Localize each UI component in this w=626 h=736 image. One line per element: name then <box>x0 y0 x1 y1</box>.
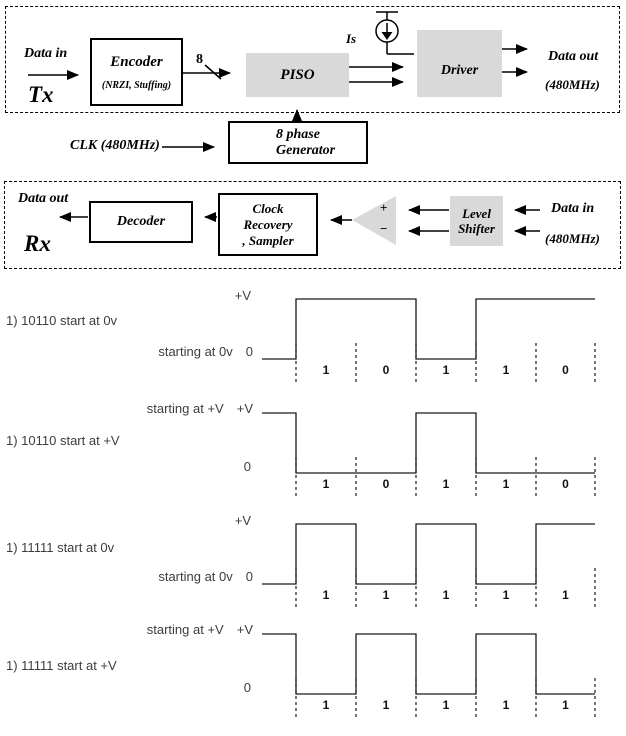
bit-label: 1 <box>382 588 390 602</box>
waveform-2-title: 1) 10110 start at +V <box>6 433 120 448</box>
decoder-label: Decoder <box>116 214 166 229</box>
bit-label: 1 <box>442 698 450 712</box>
waveform-2-low-label: 0 <box>243 459 251 474</box>
waveform-2: 1) 10110 start at +V 0 starting at +V+V … <box>0 399 626 514</box>
bit-label: 1 <box>502 477 510 491</box>
waveform-3-title: 1) 11111 start at 0v <box>6 540 115 555</box>
nrzi-trace <box>262 523 595 585</box>
bit-label: 1 <box>442 588 450 602</box>
waveform-1-title: 1) 10110 start at 0v <box>6 313 118 328</box>
waveform-4-lead-level: +V <box>236 622 253 637</box>
piso-block: PISO <box>246 53 349 97</box>
clock-recovery-line2: Recovery <box>243 216 293 232</box>
level-shifter-line1: Level <box>462 206 491 221</box>
bit-label: 1 <box>442 363 450 377</box>
waveform-1-lead-level: 0 <box>245 344 253 359</box>
bit-label: 0 <box>382 477 390 491</box>
bit-label: 1 <box>562 588 569 602</box>
nrzi-trace <box>262 412 595 474</box>
level-shifter-line2: Shifter <box>458 221 495 236</box>
waveform-plot <box>262 412 596 497</box>
waveform-3-high-label: +V <box>234 513 251 528</box>
piso-label: PISO <box>280 66 315 83</box>
phase-generator-block: 8 phase Generator <box>228 121 368 164</box>
bit-label: 1 <box>322 363 330 377</box>
waveform-2-lead-level: +V <box>236 401 253 416</box>
bit-label: 0 <box>382 363 390 377</box>
tx-data-out-label: Data out <box>548 49 599 64</box>
driver-block: Driver <box>417 30 502 97</box>
tx-data-out-freq: (480MHz) <box>545 77 600 92</box>
generator-line1: 8 phase <box>276 126 320 142</box>
comparator-minus-label: − <box>380 221 388 236</box>
nrzi-trace <box>262 633 595 695</box>
tx-boundary-box <box>5 6 620 113</box>
bit-label: 1 <box>442 477 450 491</box>
rx-label: Rx <box>24 231 51 256</box>
bit-label: 1 <box>382 698 390 712</box>
generator-line2: Generator <box>276 142 336 158</box>
encoder-block: Encoder (NRZI, Stuffing) <box>90 38 183 106</box>
encoder-subtitle: (NRZI, Stuffing) <box>101 79 172 91</box>
clock-recovery-line1: Clock <box>252 200 284 216</box>
bit-label: 1 <box>502 363 510 377</box>
bit-label: 1 <box>322 477 330 491</box>
waveform-plot <box>262 298 596 383</box>
level-shifter-block: Level Shifter <box>450 196 503 246</box>
nrzi-trace <box>262 298 595 360</box>
decoder-block: Decoder <box>89 201 193 243</box>
waveform-3-lead-level: 0 <box>245 569 253 584</box>
clock-recovery-line3: , Sampler <box>242 232 294 248</box>
rx-data-out-label: Data out <box>18 191 69 206</box>
clock-recovery-block: Clock Recovery , Sampler <box>218 193 318 256</box>
waveform-4-start-label: starting at +V+V <box>146 622 253 637</box>
encoder-title: Encoder <box>110 53 163 70</box>
waveform-plot <box>262 633 596 718</box>
bus-width-label: 8 <box>196 52 203 67</box>
waveform-4: 1) 11111 start at +V 0 starting at +V+V … <box>0 620 626 735</box>
waveform-4-low-label: 0 <box>243 680 251 695</box>
bit-label: 1 <box>562 698 569 712</box>
bit-label: 1 <box>502 698 510 712</box>
waveform-4-title: 1) 11111 start at +V <box>6 658 117 673</box>
bit-label: 0 <box>562 477 569 491</box>
current-source-label: Is <box>346 31 357 46</box>
tx-label: Tx <box>28 82 54 107</box>
rx-boundary-box <box>4 181 621 269</box>
waveform-1-high-label: +V <box>234 288 251 303</box>
waveform-2-start-label: starting at +V+V <box>146 401 253 416</box>
bit-label: 0 <box>562 363 569 377</box>
comparator-plus-label: + <box>380 200 388 215</box>
bit-label: 1 <box>322 698 330 712</box>
clk-label: CLK (480MHz) <box>70 138 160 153</box>
rx-data-in-freq: (480MHz) <box>545 231 600 246</box>
driver-label: Driver <box>440 62 479 78</box>
bit-label: 1 <box>322 588 330 602</box>
rx-data-in-label: Data in <box>551 201 595 216</box>
waveform-plot <box>262 523 596 608</box>
tx-data-in-label: Data in <box>24 46 68 61</box>
bit-label: 1 <box>502 588 510 602</box>
